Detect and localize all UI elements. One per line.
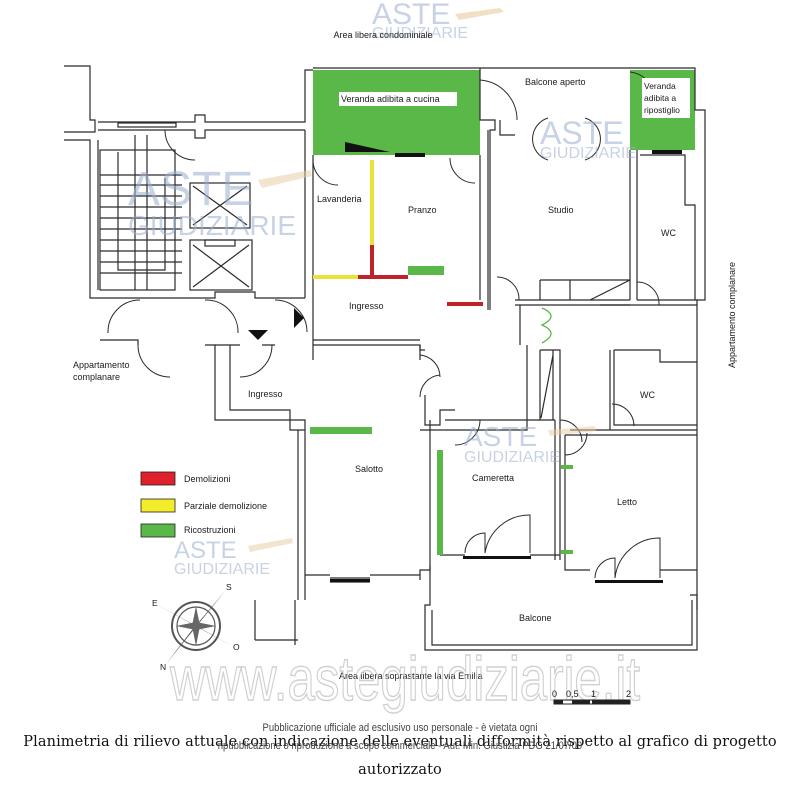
label-area-condominiale: Area libera condominiale <box>333 30 432 40</box>
watermark-logo-top: ASTE GIUDIZIARIE <box>372 0 504 42</box>
label-wc-1: WC <box>661 228 676 238</box>
svg-text:S: S <box>226 582 232 592</box>
windows <box>330 142 682 583</box>
svg-text:E: E <box>152 598 158 608</box>
reconstruction-walls <box>310 266 573 555</box>
svg-text:ASTE: ASTE <box>464 421 537 452</box>
legend-swatch-parziale <box>140 498 176 513</box>
gavel-icon <box>258 170 312 188</box>
svg-text:GIUDIZIARIE: GIUDIZIARIE <box>464 449 560 466</box>
svg-text:ASTE: ASTE <box>372 0 450 31</box>
label-veranda-cucina: Veranda adibita a cucina <box>341 94 440 104</box>
svg-text:GIUDIZIARIE: GIUDIZIARIE <box>174 561 270 578</box>
label-appartamento-right: Appartamento complanare <box>727 262 737 368</box>
demolition-walls <box>358 245 483 306</box>
doors <box>107 71 661 579</box>
legend-swatch-ricostruzioni <box>140 523 176 538</box>
label-veranda-ripostiglio-2: adibita a <box>644 93 676 103</box>
compass-rose-icon: S E O N <box>152 582 240 672</box>
gavel-icon <box>248 538 293 552</box>
svg-text:N: N <box>160 662 166 672</box>
label-balcone: Balcone <box>519 613 552 623</box>
label-area-via-emilia: Area libera soprastante la via Emilia <box>339 671 483 681</box>
svg-text:ASTE: ASTE <box>128 163 253 216</box>
svg-text:GIUDIZIARIE: GIUDIZIARIE <box>540 145 636 162</box>
label-appartamento-left-1: Appartamento <box>73 360 130 370</box>
partial-demolition-walls <box>313 160 374 279</box>
label-wc-2: WC <box>640 390 655 400</box>
veranda-cucina-area <box>313 70 480 155</box>
label-lavanderia: Lavanderia <box>317 194 362 204</box>
entry-arrow-right-icon <box>294 308 304 328</box>
legend: Demolizioni Parziale demolizione Ricostr… <box>140 471 267 538</box>
label-ingresso-2: Ingresso <box>248 389 283 399</box>
label-balcone-aperto: Balcone aperto <box>525 77 586 87</box>
label-studio: Studio <box>548 205 574 215</box>
svg-text:O: O <box>233 642 240 652</box>
plan-title-line2: autorizzato <box>358 762 442 778</box>
svg-text:1: 1 <box>591 689 596 699</box>
label-salotto: Salotto <box>355 464 383 474</box>
svg-text:GIUDIZIARIE: GIUDIZIARIE <box>372 25 468 42</box>
plan-title: Planimetria di rilievo attuale con indic… <box>23 734 777 750</box>
legend-label-demolizioni: Demolizioni <box>184 474 231 484</box>
watermark-logo-legend: ASTE GIUDIZIARIE <box>174 537 293 578</box>
label-pranzo: Pranzo <box>408 205 437 215</box>
label-ingresso-1: Ingresso <box>349 301 384 311</box>
gavel-icon <box>455 8 504 20</box>
svg-text:ASTE: ASTE <box>174 537 237 564</box>
svg-text:GIUDIZIARIE: GIUDIZIARIE <box>128 210 296 241</box>
legend-label-parziale: Parziale demolizione <box>184 501 267 511</box>
svg-text:0,5: 0,5 <box>566 689 579 699</box>
publication-notice-line2: ripubblicazione o riproduzione a scopo c… <box>217 740 583 752</box>
scale-bar: 0 0,5 1 2 <box>552 689 631 705</box>
watermark-logo-studio: ASTE GIUDIZIARIE <box>540 115 636 162</box>
watermark-logo-left: ASTE GIUDIZIARIE <box>128 163 312 241</box>
label-veranda-ripostiglio-1: Veranda <box>644 81 676 91</box>
legend-swatch-demolizioni <box>140 471 176 486</box>
label-letto: Letto <box>617 497 637 507</box>
svg-text:2: 2 <box>626 689 631 699</box>
entry-arrow-down-icon <box>248 330 268 340</box>
svg-text:ASTE: ASTE <box>540 115 624 151</box>
label-appartamento-left-2: complanare <box>73 372 120 382</box>
watermark-logo-cameretta: ASTE GIUDIZIARIE <box>464 421 596 466</box>
label-cameretta: Cameretta <box>472 473 514 483</box>
publication-notice-line1: Pubblicazione ufficiale ad esclusivo uso… <box>262 722 538 734</box>
legend-label-ricostruzioni: Ricostruzioni <box>184 525 236 535</box>
svg-text:0: 0 <box>552 689 557 699</box>
label-veranda-ripostiglio-3: ripostiglio <box>644 105 680 115</box>
gavel-icon <box>548 426 596 436</box>
